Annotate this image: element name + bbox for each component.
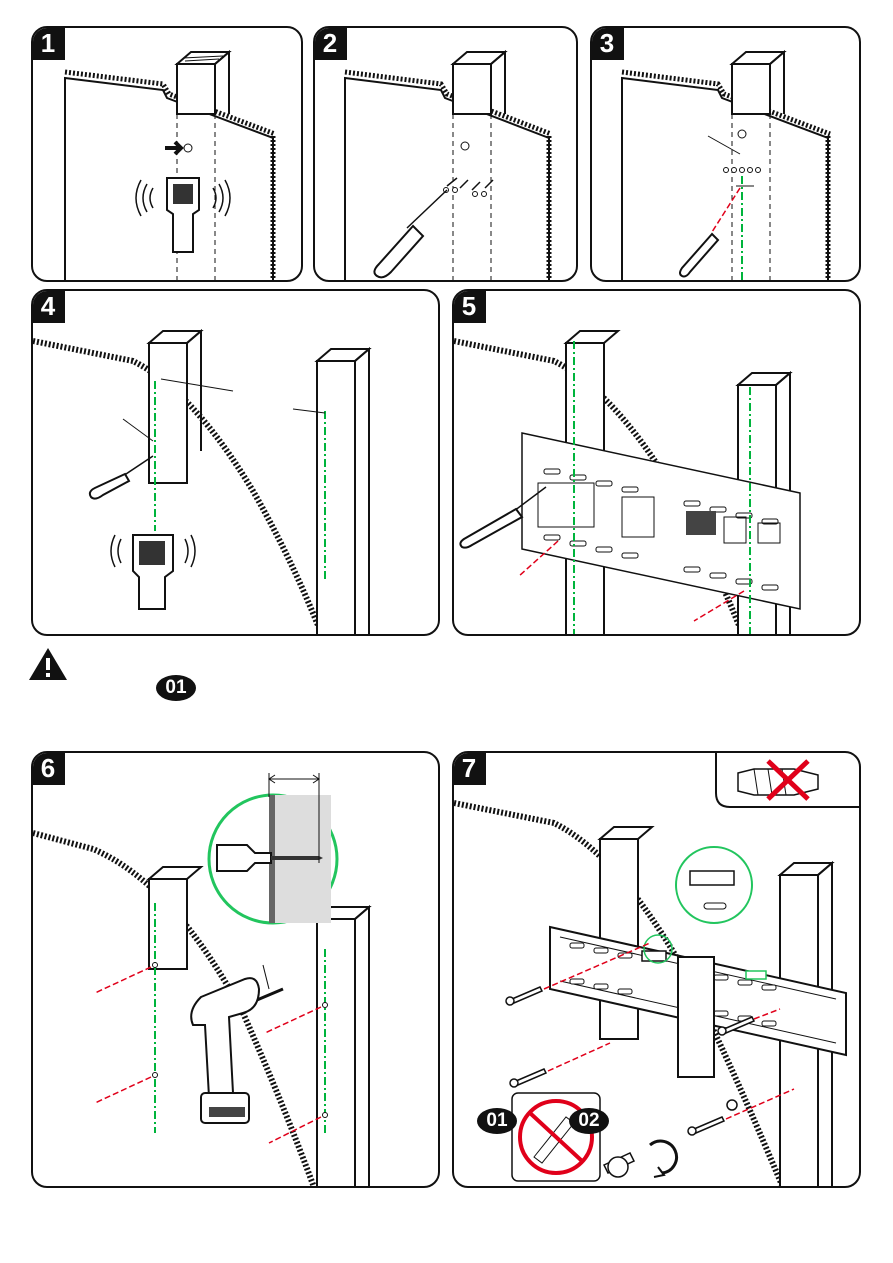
step-3-panel: 3	[590, 26, 861, 282]
step-4-panel: 4	[31, 289, 440, 636]
awl-icon	[90, 474, 129, 499]
step-number: 3	[590, 26, 624, 60]
drill-icon	[191, 965, 283, 1123]
step-2-illustration	[315, 28, 578, 282]
step-6-illustration	[33, 753, 440, 1188]
step-number: 5	[452, 289, 486, 323]
step-5-panel: 5	[452, 289, 861, 636]
part-01-badge: 01	[156, 675, 196, 701]
step-number: 2	[313, 26, 347, 60]
awl-icon	[460, 509, 522, 548]
step-5-illustration	[454, 291, 861, 636]
step-2-panel: 2	[313, 26, 578, 282]
step-1-illustration	[33, 28, 303, 282]
step-number: 1	[31, 26, 65, 60]
stud-finder-icon	[111, 535, 195, 609]
step-number: 7	[452, 751, 486, 785]
warning-icon	[27, 646, 69, 682]
step-6-panel: 6	[31, 751, 440, 1188]
step-7-panel: 7	[452, 751, 861, 1188]
step-number: 6	[31, 751, 65, 785]
step-4-illustration	[33, 291, 440, 636]
no-power-driver-icon	[512, 1093, 600, 1181]
no-anchor-icon	[738, 761, 818, 799]
step-1-panel: 1	[31, 26, 303, 282]
part-02-badge: 02	[569, 1108, 609, 1134]
rotate-icon	[604, 1141, 677, 1177]
step-3-illustration	[592, 28, 861, 282]
step-number: 4	[31, 289, 65, 323]
part-01-badge: 01	[477, 1108, 517, 1134]
